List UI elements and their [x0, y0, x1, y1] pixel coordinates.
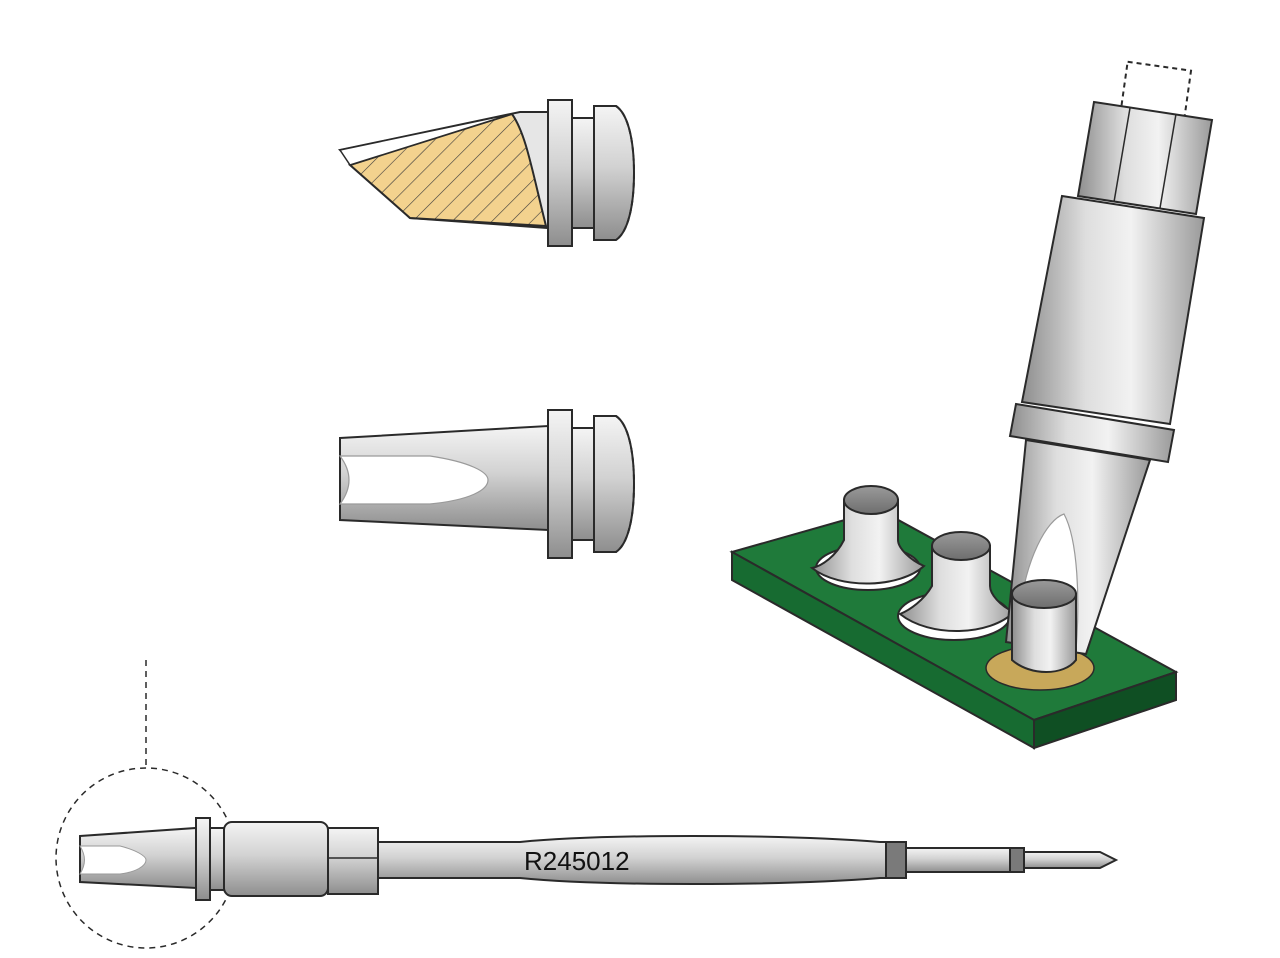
full-tip-end	[1023, 851, 1119, 869]
section-cut-face	[348, 112, 548, 228]
full-tip-view: R245012	[55, 660, 1119, 949]
section-break-line	[615, 105, 636, 241]
section-edge	[338, 113, 513, 166]
full-tip-scoop	[79, 845, 147, 875]
side-view	[338, 409, 636, 559]
section-neck	[571, 117, 595, 229]
in-use-view	[729, 60, 1214, 750]
pin-1	[809, 485, 926, 591]
side-neck	[571, 427, 595, 541]
full-tip-hex	[327, 827, 379, 895]
iron-hex-nut	[1076, 100, 1214, 216]
pin-3	[1011, 579, 1077, 673]
side-break-line	[615, 415, 636, 553]
full-tip-collar	[195, 817, 211, 901]
section-collar	[547, 99, 573, 247]
full-tip-band	[885, 841, 907, 879]
side-scoop	[338, 455, 489, 505]
full-tip-shaft	[377, 835, 887, 885]
iron-sleeve	[1020, 194, 1206, 426]
part-number-label: R245012	[524, 846, 630, 876]
cross-section-view	[337, 99, 636, 247]
iron-collar	[1008, 402, 1176, 464]
full-tip-ring	[1009, 847, 1025, 873]
full-tip-body	[223, 821, 329, 897]
side-collar	[547, 409, 573, 559]
full-tip-pin	[905, 847, 1011, 873]
pin-2	[897, 531, 1016, 641]
full-tip-neck	[209, 827, 225, 891]
iron-assembly	[1004, 60, 1214, 656]
